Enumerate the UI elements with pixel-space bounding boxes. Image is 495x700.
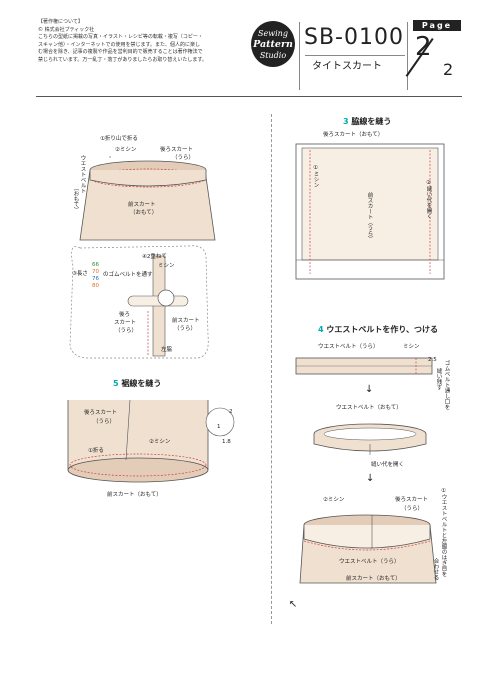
waistband-illustration	[79, 156, 216, 241]
belt-label: ウエストベルト（うら）	[318, 344, 379, 350]
elastic-pass-label: ゴムベルト通し口を	[443, 360, 450, 410]
sew-label: ②ミシン	[115, 147, 137, 153]
down-arrow-icon: ↓	[365, 384, 374, 395]
size-value: 70	[92, 269, 99, 275]
seam-open-label: 縫い代を開く	[371, 462, 405, 468]
back-skirt-sub: （うら）	[401, 506, 424, 512]
waist-belt-sub: （おもて）	[72, 185, 79, 213]
step-3-title: 3 脇線を縫う	[343, 118, 391, 126]
belt-label: ウエストベルト（うら）	[339, 559, 400, 565]
front-skirt-label: 前スカート（おもて）	[346, 576, 401, 582]
model-number: SB-0100	[304, 25, 404, 50]
logo-text: Pattern	[253, 39, 293, 50]
sew-label: ①ミシン	[312, 165, 319, 188]
sew-label: ②ミシン	[323, 497, 345, 503]
elastic-label: のゴムベルトを通す	[103, 272, 153, 278]
front-skirt-sub: （うら）	[174, 326, 197, 332]
down-arrow-icon: ↓	[366, 473, 375, 484]
overlap-label: ④2重ねて	[142, 254, 167, 260]
copyright-notice: 【著作権について】 © 株式会社ブティック社 こちらの型紙に掲載の写真・イラスト…	[38, 19, 238, 65]
detail-bubble	[69, 245, 209, 359]
front-skirt-label: 前スカート（おもて）	[107, 492, 162, 498]
belt-attach-illustration	[299, 514, 437, 584]
fold-label: ①折り山で折る	[100, 136, 138, 142]
dimension-label: 1	[217, 424, 221, 430]
step-4-title: 4 ウエストベルトを作り、つける	[318, 326, 438, 334]
arrow-icon: ↑	[286, 597, 301, 612]
step-title-text: ウエストベルトを作り、つける	[326, 325, 439, 334]
page-number: 2	[415, 32, 432, 62]
front-skirt-label: 前スカート	[128, 202, 156, 208]
fold-label: ①折る	[88, 448, 104, 454]
align-label: 合わせる	[432, 558, 439, 580]
back-skirt-label: 後ろ	[119, 312, 131, 318]
size-value: 66	[92, 262, 99, 268]
back-skirt-label: 後ろスカート（おもて）	[323, 132, 384, 138]
back-skirt-label: 後ろスカート	[395, 497, 429, 503]
page-total: 2	[443, 60, 454, 79]
hem-illustration	[67, 399, 235, 483]
elastic-pass-label: 縫い残す	[435, 368, 442, 390]
header-divider	[299, 22, 300, 90]
header-rule	[36, 96, 462, 97]
back-skirt-label: 後ろスカート	[84, 410, 118, 416]
header-divider	[305, 55, 405, 56]
front-skirt-label: 前スカート（うら）	[366, 192, 373, 242]
sew-label: ミシン	[403, 344, 420, 350]
step-title-text: 裾線を縫う	[121, 379, 162, 388]
step-5-title: 5 裾線を縫う	[113, 380, 161, 388]
step-number: 4	[318, 325, 324, 334]
side-seam-illustration	[295, 143, 445, 280]
seam-open-label: ②縫い代を開く	[425, 180, 432, 219]
align-label: ①ウエストベルトと左脇のはぎ目を	[440, 488, 447, 577]
sew-label: ②ミシン	[149, 439, 171, 445]
copyright-line: む場合を除き、記事の複製や作品を営利目的で販売することは著作権法で	[38, 49, 203, 56]
logo-text: Studio	[259, 51, 287, 60]
back-skirt-label: スカート	[114, 320, 137, 326]
length-label: ③長さ	[72, 271, 88, 277]
copyright-company: © 株式会社ブティック社	[38, 26, 95, 33]
front-skirt-label: 前スカート	[172, 318, 200, 324]
left-side-label: 左脇	[161, 347, 173, 353]
belt-label: ウエストベルト（おもて）	[336, 405, 402, 411]
header-divider	[407, 22, 408, 90]
back-skirt-sub: （うら）	[172, 155, 195, 161]
back-skirt-sub: （うら）	[115, 328, 138, 334]
model-name: タイトスカート	[312, 61, 382, 72]
copyright-line: スキャン他）・インターネットでの使用を禁じます。また、個人的に楽し	[38, 41, 201, 48]
copyright-line: 禁じられています。万一乱丁・落丁がありましたらお取り替えいたします。	[38, 56, 207, 63]
size-value: 76	[92, 276, 99, 282]
belt-strip-illustration	[295, 357, 433, 375]
step-number: 3	[343, 117, 349, 126]
belt-loop-illustration	[313, 423, 427, 455]
back-skirt-label: 後ろスカート	[160, 147, 194, 153]
dimension-label: 2.5	[428, 357, 437, 363]
column-divider	[271, 114, 272, 624]
step-title-text: 脇線を縫う	[351, 117, 392, 126]
dimension-label: 2	[229, 409, 233, 415]
copyright-line: こちらの型紙に掲載の写真・イラスト・レシピ等の転載・複写（コピー・	[38, 34, 203, 41]
logo-text: Sewing	[258, 29, 288, 38]
copyright-heading: 【著作権について】	[38, 19, 83, 25]
brand-logo: Sewing Pattern Studio	[251, 21, 295, 67]
sew-label: ミシン	[158, 263, 175, 269]
page-label: Page	[413, 20, 461, 31]
front-skirt-sub: （おもて）	[130, 210, 158, 216]
dimension-label: 1.8	[222, 439, 231, 445]
size-value: 80	[92, 283, 99, 289]
waist-belt-label: ウエストベルト	[79, 155, 86, 194]
step-number: 5	[113, 379, 119, 388]
back-skirt-sub: （うら）	[93, 419, 116, 425]
